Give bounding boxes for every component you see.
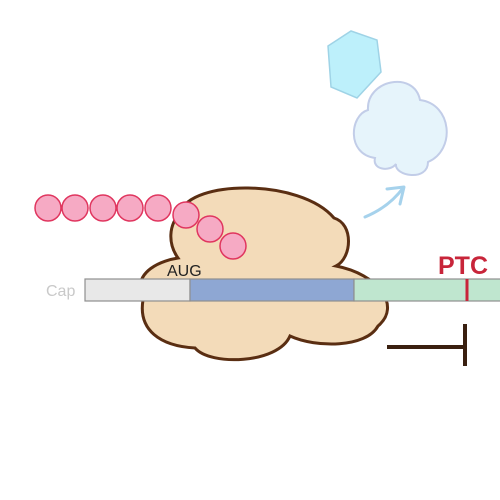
amino-acid-bead bbox=[34, 194, 62, 222]
amino-acid-bead bbox=[172, 201, 200, 229]
amino-acid-bead bbox=[116, 194, 144, 222]
amino-acid-bead bbox=[89, 194, 117, 222]
cap-label: Cap bbox=[46, 283, 75, 300]
nascent-peptide-chain bbox=[34, 194, 247, 260]
aug-label: AUG bbox=[167, 263, 202, 280]
inhibition-bar-icon bbox=[387, 324, 467, 366]
amino-acid-bead bbox=[144, 194, 172, 222]
amino-acid-bead bbox=[196, 215, 224, 243]
release-factor-group bbox=[327, 30, 448, 177]
curved-arrow-icon bbox=[363, 185, 406, 219]
mrna-3-utr bbox=[353, 278, 500, 302]
ptc-label: PTC bbox=[438, 252, 488, 280]
mrna-5-utr bbox=[84, 278, 191, 302]
factor-hexagon bbox=[327, 30, 382, 99]
mrna bbox=[84, 278, 500, 302]
amino-acid-bead bbox=[61, 194, 89, 222]
mrna-coding-region bbox=[189, 278, 355, 302]
amino-acid-bead bbox=[219, 232, 247, 260]
factor-complex bbox=[352, 81, 448, 177]
